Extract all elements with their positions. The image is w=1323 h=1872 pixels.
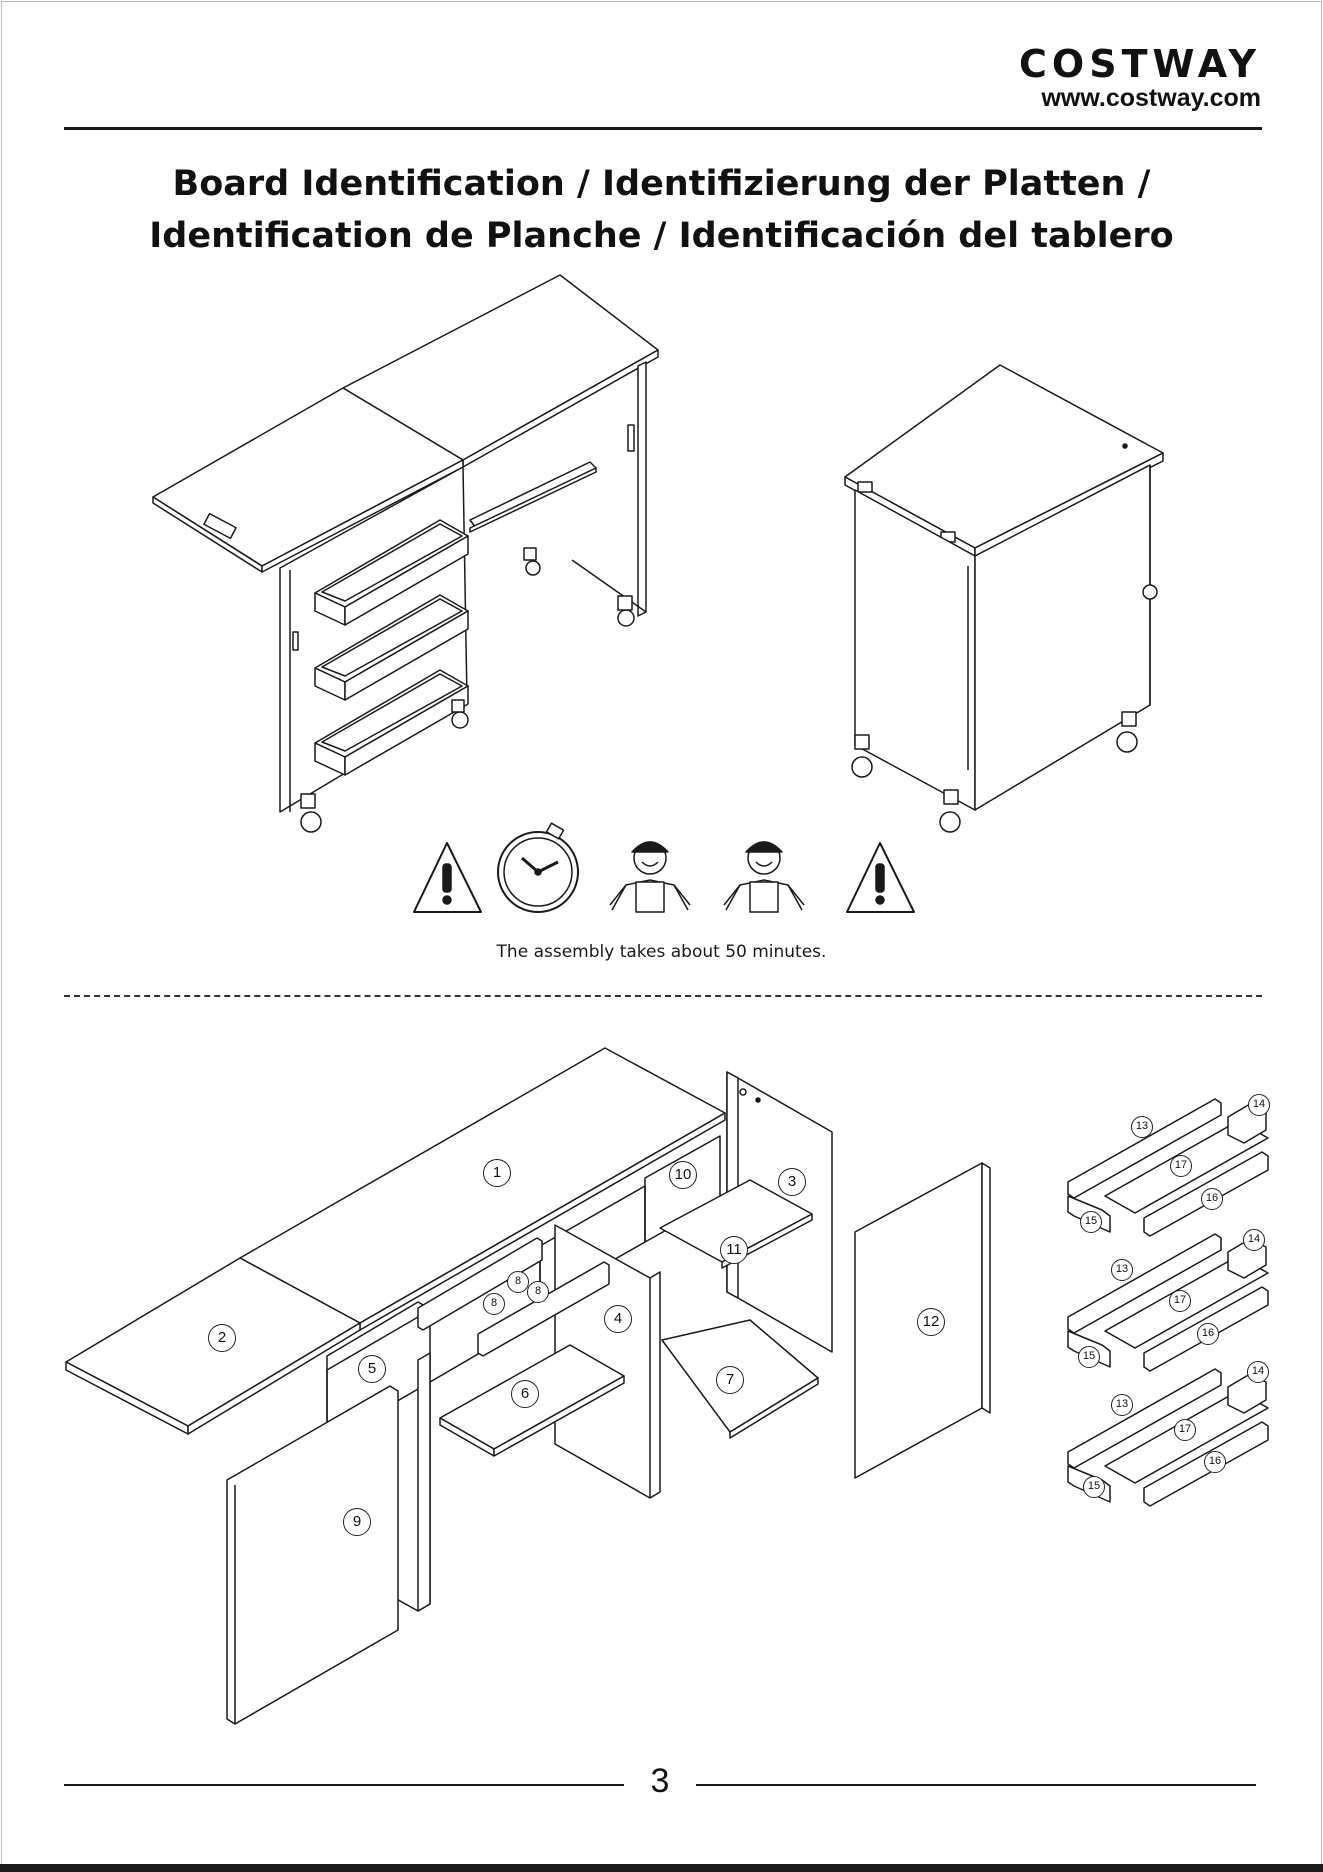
part-label-13: 13 <box>1131 1116 1153 1138</box>
part-label-17: 17 <box>1169 1290 1191 1312</box>
footer-rule-right <box>696 1784 1256 1786</box>
part-label-17: 17 <box>1174 1419 1196 1441</box>
part-label-1: 1 <box>483 1159 511 1187</box>
part-label-2: 2 <box>208 1324 236 1352</box>
warning-icon <box>414 843 481 912</box>
worker-icon <box>610 842 690 912</box>
part-label-15: 15 <box>1078 1346 1100 1368</box>
part-label-5: 5 <box>358 1355 386 1383</box>
part-label-8: 8 <box>527 1281 549 1303</box>
part-label-16: 16 <box>1197 1323 1219 1345</box>
assembly-time-caption: The assembly takes about 50 minutes. <box>0 942 1323 962</box>
part-label-12: 12 <box>917 1308 945 1336</box>
part-label-13: 13 <box>1111 1394 1133 1416</box>
part-label-11: 11 <box>720 1236 748 1264</box>
part-label-10: 10 <box>669 1161 697 1189</box>
warning-icon <box>847 843 914 912</box>
part-label-15: 15 <box>1083 1476 1105 1498</box>
part-label-8: 8 <box>483 1293 505 1315</box>
part-label-16: 16 <box>1201 1188 1223 1210</box>
part-label-16: 16 <box>1204 1451 1226 1473</box>
part-label-3: 3 <box>778 1168 806 1196</box>
section-divider <box>64 995 1262 997</box>
part-label-4: 4 <box>604 1305 632 1333</box>
desk-folded-illustration <box>845 365 1163 832</box>
part-label-15: 15 <box>1080 1211 1102 1233</box>
part-label-9: 9 <box>343 1508 371 1536</box>
desk-open-illustration <box>153 275 658 832</box>
page-bottom-edge <box>0 1864 1323 1872</box>
part-label-6: 6 <box>511 1380 539 1408</box>
part-label-14: 14 <box>1243 1229 1265 1251</box>
clock-icon <box>498 823 578 912</box>
page-number: 3 <box>620 1762 700 1801</box>
part-label-8: 8 <box>507 1271 529 1293</box>
part-label-17: 17 <box>1170 1155 1192 1177</box>
part-label-14: 14 <box>1248 1094 1270 1116</box>
part-label-7: 7 <box>716 1366 744 1394</box>
part-label-13: 13 <box>1111 1259 1133 1281</box>
footer-rule-left <box>64 1784 624 1786</box>
worker-icon <box>724 842 804 912</box>
part-label-14: 14 <box>1247 1361 1269 1383</box>
